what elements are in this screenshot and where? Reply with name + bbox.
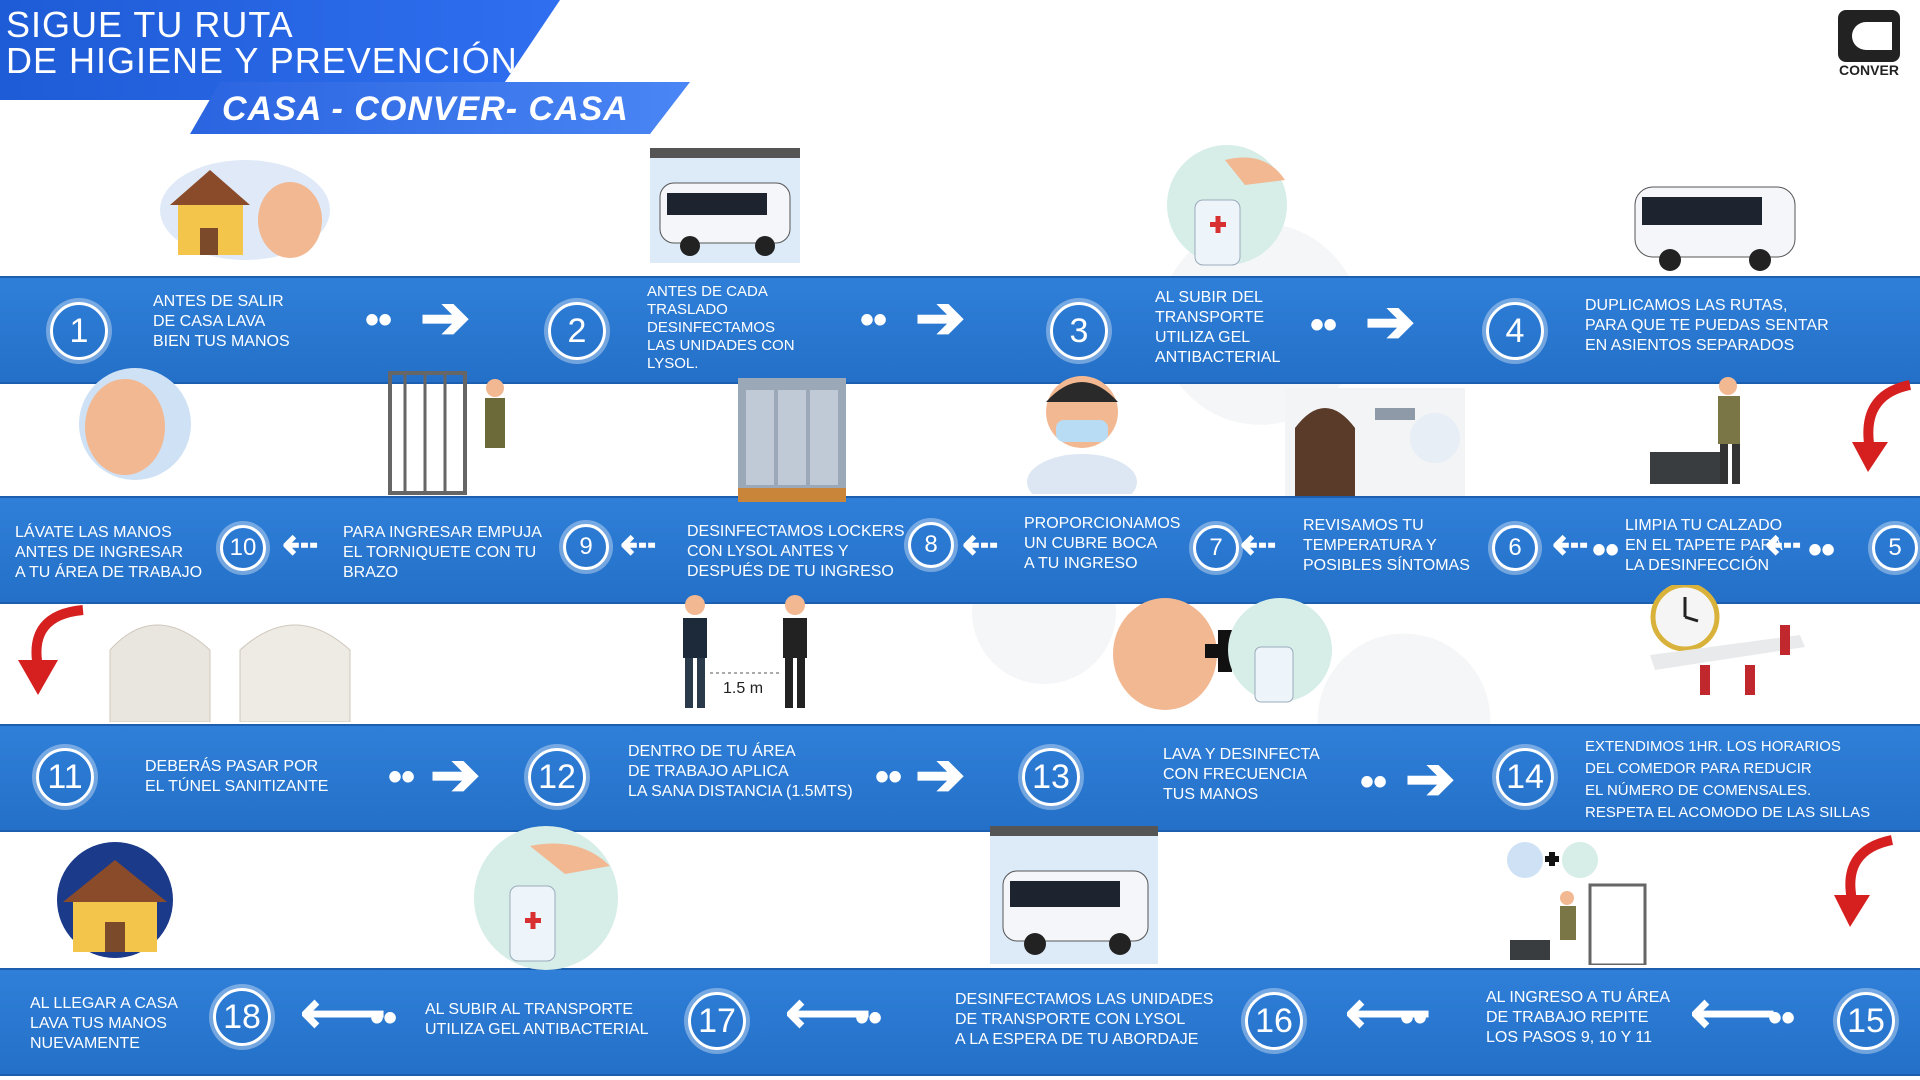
hand-sanitizer-illustration-2 [474,826,618,970]
arrow-dots-6: • • [1592,528,1619,572]
logo-mark-icon [1838,10,1900,62]
step-number-13: 13 [1022,748,1080,806]
social-distance-illustration [683,595,807,708]
bus-illustration [1634,186,1796,271]
step-number-8: 8 [908,522,954,568]
step-number-15: 15 [1837,992,1895,1050]
house-handwash-illustration [160,160,330,260]
arrow-left-icon-8: ⇠ [962,520,999,569]
page-subtitle: CASA - CONVER- CASA [222,90,629,128]
arrow-right-icon-3: ➔ [1365,288,1416,355]
curved-down-arrow-icon-1 [1852,380,1912,472]
arrow-right-icon-11: ➔ [430,741,481,808]
turnstile-illustration [388,371,505,495]
logo-name: CONVER [1839,62,1899,78]
arrow-left-icon-5: ⇠ [1765,520,1802,569]
bus-disinfection-illustration [650,148,800,263]
step-number-7: 7 [1193,525,1239,571]
conver-logo: CONVER [1834,10,1904,82]
shoe-mat-illustration [1650,377,1740,484]
lockers-illustration [738,378,846,502]
arrow-left-icon-10: ⇠ [282,520,319,569]
arrow-dots-5: • • [1808,528,1835,572]
curved-down-arrow-icon-2 [18,605,84,695]
step-number-4: 4 [1486,302,1544,360]
arrow-right-icon-12: ➔ [915,741,966,808]
wash-plus-sanitize-illustration [1113,598,1332,710]
step-number-14: 14 [1496,748,1554,806]
arrow-left-icon-17: ⟵ [785,979,872,1046]
curved-down-arrow-icon-3 [1834,835,1894,927]
step-number-10: 10 [220,525,266,571]
arrow-right-icon-2: ➔ [915,284,966,351]
arrow-left-icon-7: ⇠ [1240,520,1277,569]
header-banner: SIGUE TU RUTA DE HIGIENE Y PREVENCIÓN [0,0,560,100]
step-number-9: 9 [563,524,609,570]
step-text-4: DUPLICAMOS LAS RUTAS,PARA QUE TE PUEDAS … [1585,297,1829,354]
step-number-17: 17 [688,992,746,1050]
repeat-steps-illustration [1507,842,1647,965]
distance-label: 1.5 m [723,680,764,697]
page-title-line2: DE HIGIENE Y PREVENCIÓN [6,40,518,81]
arrow-left-icon-9: ⇠ [620,520,657,569]
step-number-1: 1 [50,302,108,360]
arrow-dots-1: • • [365,298,392,342]
arrow-left-icon-15: ⟵ [1690,979,1777,1046]
house-illustration [57,842,173,958]
step-number-18: 18 [213,988,271,1046]
step-number-11: 11 [36,748,94,806]
arrow-left-icon-16: ⟵ [1345,979,1432,1046]
arrow-right-icon-1: ➔ [420,284,471,351]
arrow-right-icon-13: ➔ [1405,745,1456,812]
step-number-5: 5 [1872,525,1918,571]
hand-sanitizer-illustration [1167,145,1287,266]
step-number-2: 2 [548,302,606,360]
arrow-dots-2: • • [860,298,887,342]
step-number-6: 6 [1492,525,1538,571]
bus-disinfection-illustration-2 [990,826,1158,964]
step-number-12: 12 [528,748,586,806]
step-number-16: 16 [1245,992,1303,1050]
dining-table-clock-illustration [1650,585,1805,695]
temperature-check-illustration [1285,388,1465,496]
step-band-row3 [0,724,1920,832]
sanitizing-tunnel-illustration [109,624,351,722]
step-band-row1 [0,276,1920,384]
step-band-row4 [0,968,1920,1076]
arrow-dots-12: • • [875,755,902,799]
arrow-left-icon-18: ⟵ [300,979,387,1046]
arrow-dots-11: • • [388,755,415,799]
handwash-illustration [79,368,191,480]
step-band-row2 [0,496,1920,604]
page-title-line1: SIGUE TU RUTA [6,4,294,45]
step-number-3: 3 [1050,302,1108,360]
subtitle-banner: CASA - CONVER- CASA [190,82,690,134]
arrow-dots-3: • • [1310,303,1337,347]
face-mask-person-illustration [1027,376,1137,494]
arrow-dots-13: • • [1360,760,1387,804]
arrow-left-icon-6: ⇠ [1552,520,1589,569]
